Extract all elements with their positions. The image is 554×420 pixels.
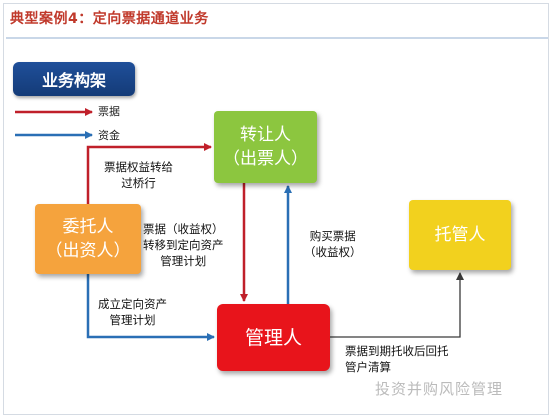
section-tag: 业务构架 — [13, 62, 135, 96]
arrow-trustor-to-transferor — [86, 143, 212, 204]
watermark: 投资并购风险管理 — [375, 380, 504, 398]
title-divider — [6, 37, 548, 39]
arrow-manager-to-custodian — [330, 272, 464, 338]
legend-bill-label: 票据 — [98, 105, 120, 118]
legend-fund-label: 资金 — [98, 129, 120, 142]
note-set-up-plan: 成立定向资产 管理计划 — [98, 297, 167, 327]
node-custodian-name: 托管人 — [434, 225, 486, 245]
node-custodian: 托管人 — [409, 200, 511, 270]
node-transferor-name: 转让人 — [240, 125, 291, 145]
node-transferor-role: （出票人） — [223, 149, 308, 169]
node-manager: 管理人 — [217, 304, 330, 371]
note-maturity: 票据到期托收后回托 管户清算 — [345, 344, 449, 374]
node-trustor-role: （出资人） — [45, 241, 131, 261]
node-trustor: 委托人 （出资人） — [35, 204, 141, 274]
arrow-trustor-to-manager — [86, 274, 215, 341]
note-bill-to-plan: 票据（收益权） 转移到定向资产 管理计划 — [143, 222, 224, 268]
node-trustor-name: 委托人 — [62, 217, 114, 237]
note-bill-transfer: 票据权益转给 过桥行 — [104, 160, 173, 190]
note-buy-bill: 购买票据 （收益权） — [304, 229, 362, 259]
node-manager-name: 管理人 — [244, 326, 302, 349]
page-title: 典型案例4：定向票据通道业务 — [10, 11, 209, 27]
node-transferor: 转让人 （出票人） — [214, 111, 317, 183]
